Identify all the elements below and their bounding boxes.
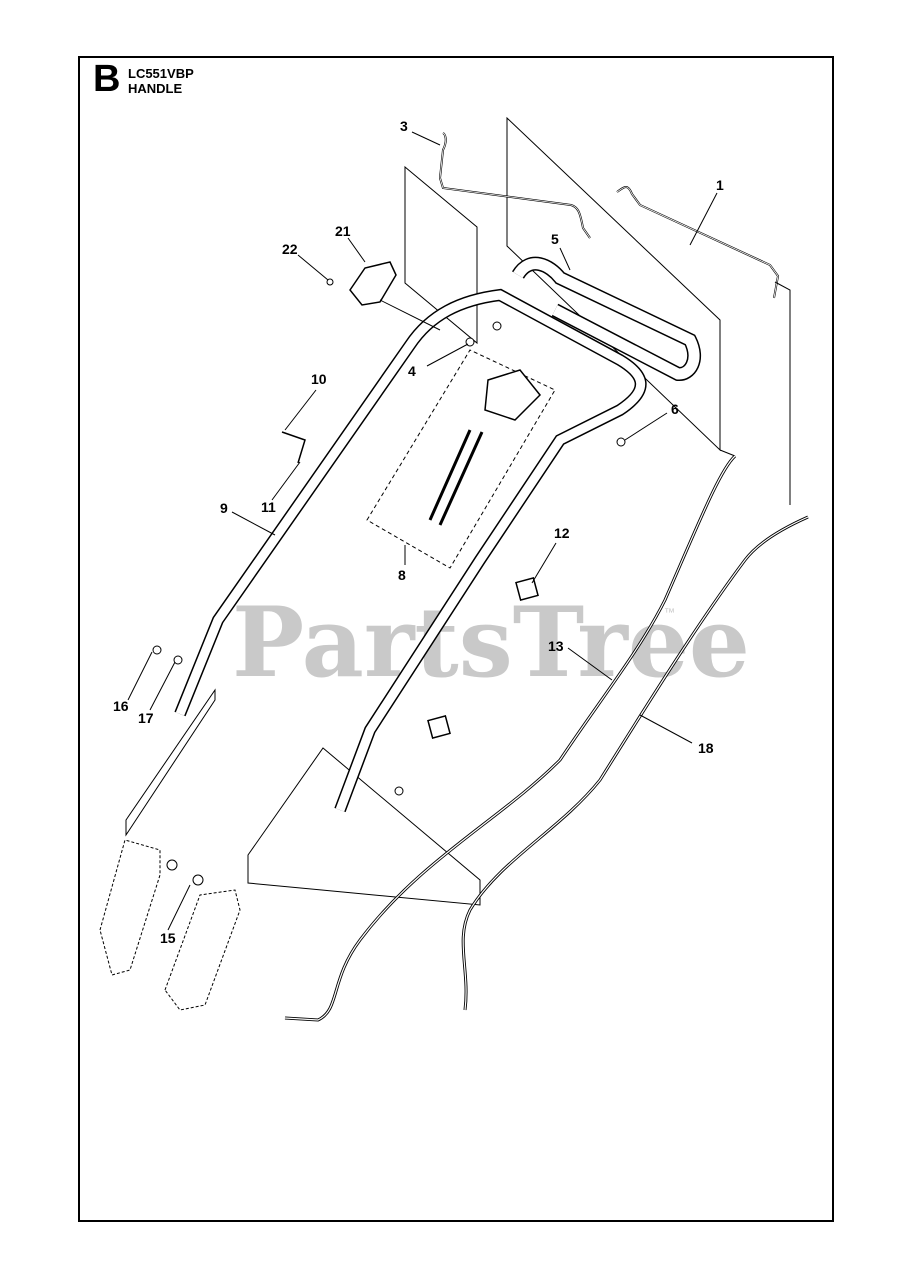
- callout-11: 11: [261, 499, 276, 515]
- leader-12: [531, 542, 557, 584]
- leader-5: [559, 247, 571, 271]
- part-11-clip: [281, 431, 306, 464]
- callout-4: 4: [408, 363, 416, 379]
- callout-15: 15: [160, 930, 176, 946]
- brake-rod: [616, 186, 780, 299]
- fastener-lower-nut: [394, 786, 404, 796]
- washer-17: [173, 655, 183, 665]
- fastener-top: [492, 321, 502, 331]
- leader-15: [167, 884, 191, 931]
- callout-1: 1: [716, 177, 724, 193]
- bracket-leader: [379, 299, 441, 331]
- handle-fill: [175, 290, 646, 812]
- part-1-leader-line: [774, 281, 791, 505]
- leader-3: [411, 131, 441, 146]
- callout-labels: 1 3 4 5 6 8 9 10 11 12 13 15 16 17 18 21…: [113, 118, 724, 946]
- cable-13-fill: [284, 455, 736, 1021]
- cable-18-fill: [462, 516, 809, 1011]
- plane-right: [506, 116, 721, 452]
- leader-16: [127, 651, 153, 701]
- callout-6: 6: [671, 401, 679, 417]
- cable-bracket: [349, 261, 397, 306]
- leader-13: [567, 647, 613, 681]
- brake-rod-highlight: [616, 186, 779, 299]
- leader-21: [347, 237, 366, 263]
- cable-clip-lower: [427, 715, 451, 739]
- callout-16: 16: [113, 698, 129, 714]
- leader-9: [231, 511, 276, 536]
- cable-clip-12: [515, 577, 539, 601]
- bolt-left: [166, 859, 178, 871]
- leader-22: [297, 254, 329, 281]
- side-bracket-right: [164, 889, 241, 1011]
- side-bracket-left: [99, 839, 161, 976]
- plane-lower-right: [247, 747, 481, 906]
- leader-18: [639, 714, 693, 744]
- callout-12: 12: [554, 525, 570, 541]
- leader-4: [426, 343, 469, 367]
- screw-22: [326, 278, 334, 286]
- callout-9: 9: [220, 500, 228, 516]
- callout-21: 21: [335, 223, 351, 239]
- fastener-16: [152, 645, 162, 655]
- callout-8: 8: [398, 567, 406, 583]
- bolt-15: [192, 874, 204, 886]
- callout-10: 10: [311, 371, 327, 387]
- leader-17: [149, 661, 176, 711]
- callout-17: 17: [138, 710, 154, 726]
- control-cables: [428, 429, 484, 526]
- callout-13: 13: [548, 638, 564, 654]
- callout-22: 22: [282, 241, 298, 257]
- leader-10: [284, 389, 317, 431]
- upper-rod-highlight: [439, 132, 591, 239]
- control-unit: [484, 369, 542, 421]
- plane-cable-leader: [719, 449, 736, 457]
- leader-11: [271, 461, 301, 501]
- grip-tube-fill: [513, 258, 700, 380]
- watermark-trademark: ™: [664, 607, 675, 619]
- leader-1: [689, 192, 718, 246]
- leader-6: [624, 412, 668, 441]
- watermark: PartsTree: [232, 586, 750, 699]
- fastener-6: [616, 437, 626, 447]
- section-name: HANDLE: [128, 81, 183, 96]
- line-art: [99, 116, 809, 1022]
- title-block: LC551VBP HANDLE: [128, 66, 194, 96]
- callout-5: 5: [551, 231, 559, 247]
- callout-18: 18: [698, 740, 714, 756]
- model-number: LC551VBP: [128, 66, 194, 81]
- callout-3: 3: [400, 118, 408, 134]
- section-letter: B: [93, 58, 121, 100]
- cable-13-outline: [284, 454, 737, 1022]
- plane-lower-left: [125, 688, 216, 837]
